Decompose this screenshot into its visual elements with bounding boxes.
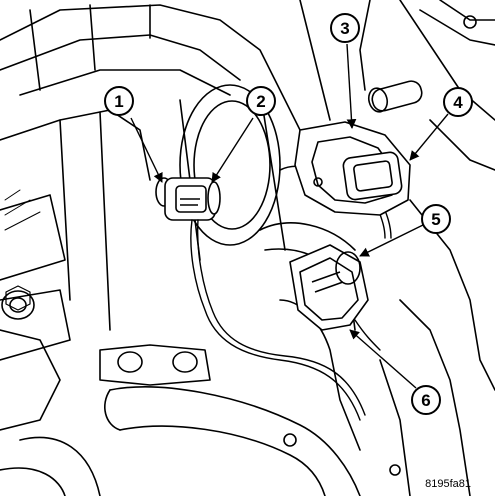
callout-2: 2 bbox=[246, 86, 276, 116]
svg-text:6: 6 bbox=[421, 391, 430, 410]
callout-4: 4 bbox=[443, 87, 473, 117]
leader-2 bbox=[211, 117, 254, 183]
svg-text:3: 3 bbox=[340, 19, 349, 38]
svg-text:1: 1 bbox=[114, 92, 123, 111]
callout-6: 6 bbox=[411, 385, 441, 415]
callout-3: 3 bbox=[330, 13, 360, 43]
connector-group-right bbox=[289, 121, 411, 331]
leader-6 bbox=[349, 329, 417, 389]
svg-text:4: 4 bbox=[453, 93, 463, 112]
connector-group-left bbox=[155, 177, 221, 221]
leader-4 bbox=[409, 113, 449, 161]
leader-1 bbox=[130, 117, 163, 183]
leader-5 bbox=[359, 224, 424, 257]
callout-1: 1 bbox=[104, 86, 134, 116]
figure-reference-code: 8195fa81 bbox=[425, 478, 471, 490]
harness-wires bbox=[190, 199, 392, 421]
leader-3 bbox=[346, 43, 357, 129]
svg-text:2: 2 bbox=[256, 92, 265, 111]
svg-text:5: 5 bbox=[431, 210, 440, 229]
callout-leaders bbox=[130, 43, 449, 389]
callout-5: 5 bbox=[421, 204, 451, 234]
